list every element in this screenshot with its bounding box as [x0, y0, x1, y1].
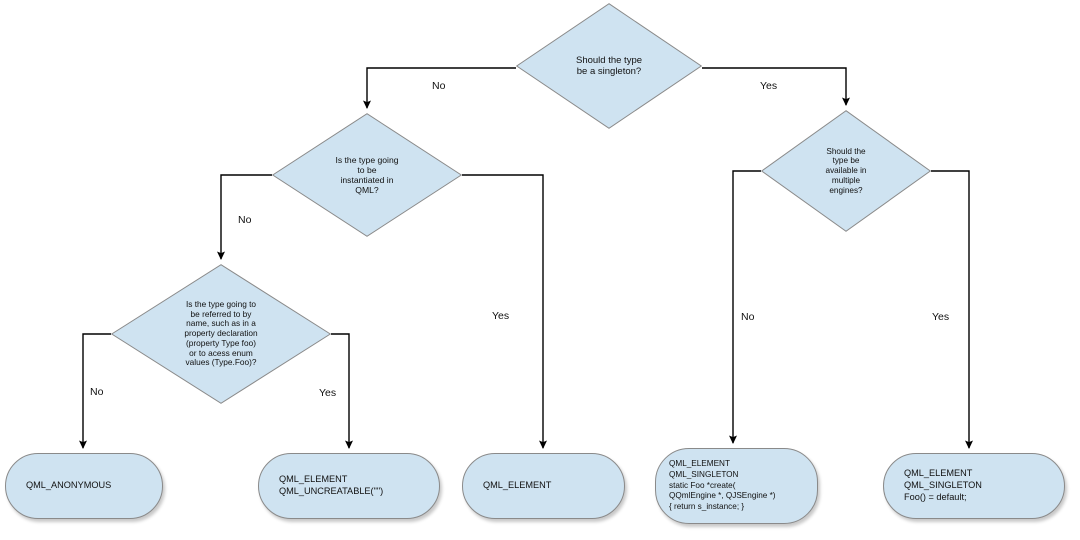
diamond-shape: [761, 110, 931, 232]
result-node-t4: QML_ELEMENT QML_SINGLETON static Foo *cr…: [655, 448, 818, 524]
edge-d2-to-d4: [217, 174, 272, 260]
edge-label-yes-e4: Yes: [492, 310, 510, 322]
result-label-t5: QML_ELEMENT QML_SINGLETON Foo() = defaul…: [904, 468, 982, 502]
edge-d3-to-t4: [729, 170, 761, 444]
edge-label-no-e3: No: [238, 214, 252, 226]
edge-d4-to-t1: [79, 333, 111, 449]
result-node-t5: QML_ELEMENT QML_SINGLETON Foo() = defaul…: [883, 453, 1065, 519]
decision-label-d4: Is the type going to be referred to by n…: [184, 298, 258, 368]
decision-label-d1: Should the type be a singleton?: [575, 54, 643, 77]
edge-d1-to-d3: [702, 67, 850, 106]
result-node-t3: QML_ELEMENT: [462, 453, 625, 519]
edge-label-no-e5: No: [90, 386, 104, 398]
result-node-t2: QML_ELEMENT QML_UNCREATABLE(""): [258, 453, 440, 519]
diamond-shape: [111, 264, 331, 404]
edge-d2-to-t3: [462, 174, 547, 449]
edge-d1-to-d2: [363, 67, 516, 109]
decision-node-d2: Is the type going to be instantiated in …: [272, 113, 462, 237]
decision-node-d1: Should the type be a singleton?: [516, 3, 702, 129]
diamond-shape: [516, 3, 702, 129]
edge-label-no-e1: No: [432, 80, 446, 92]
edge-label-yes-e2: Yes: [760, 80, 778, 92]
decision-label-d2: Is the type going to be instantiated in …: [335, 154, 399, 196]
edge-label-yes-e8: Yes: [932, 311, 950, 323]
decision-node-d3: Should the type be available in multiple…: [761, 110, 931, 232]
edge-label-no-e7: No: [741, 311, 755, 323]
diamond-shape: [272, 113, 462, 237]
edge-paths: [79, 67, 973, 449]
decision-label-d3: Should the type be available in multiple…: [825, 146, 867, 195]
result-label-t3: QML_ELEMENT: [483, 480, 552, 491]
result-label-t2: QML_ELEMENT QML_UNCREATABLE(""): [279, 474, 384, 496]
decision-node-d4: Is the type going to be referred to by n…: [111, 264, 331, 404]
result-label-t1: QML_ANONYMOUS: [26, 480, 112, 491]
edge-d3-to-t5: [931, 170, 973, 449]
result-node-t1: QML_ANONYMOUS: [5, 453, 163, 519]
result-label-t4: QML_ELEMENT QML_SINGLETON static Foo *cr…: [669, 459, 776, 511]
edge-label-yes-e6: Yes: [319, 387, 337, 399]
edge-d4-to-t2: [331, 333, 353, 449]
